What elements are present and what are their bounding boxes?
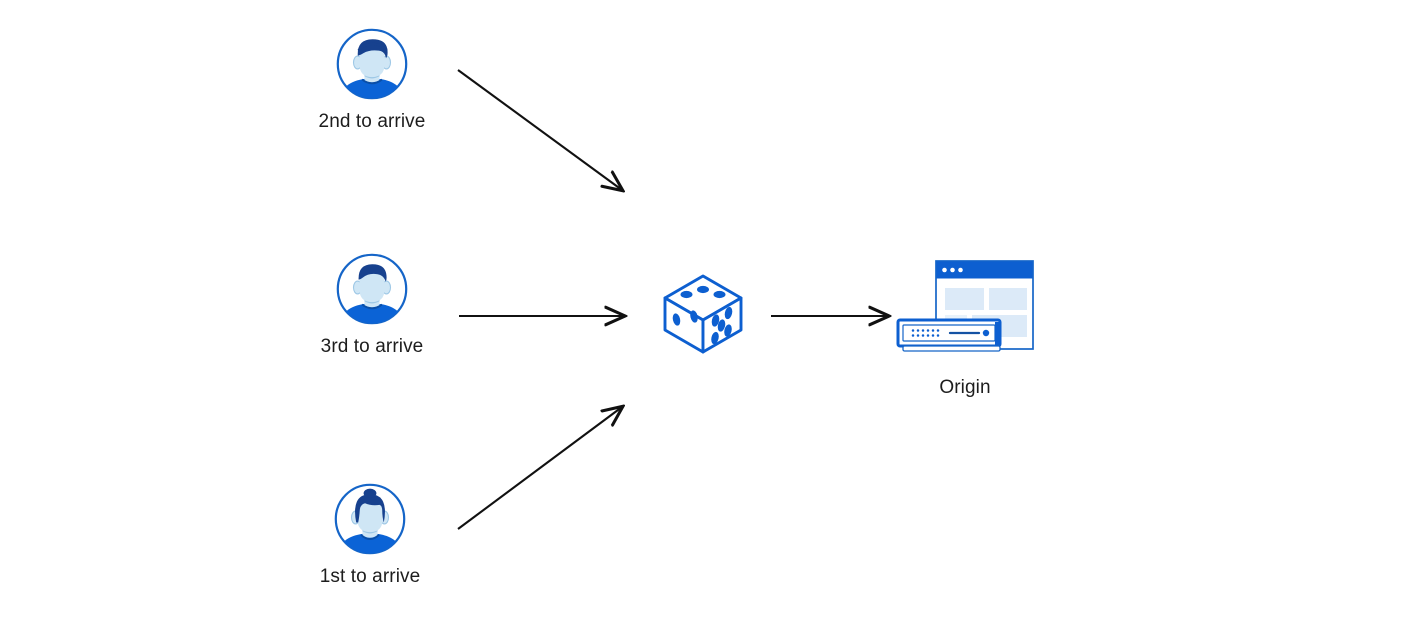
dice-icon (657, 268, 749, 360)
user-avatar-icon (335, 27, 409, 101)
edge-2nd-to-dice (457, 69, 622, 190)
node-label: Origin (939, 377, 991, 398)
edge-1st-to-dice (457, 407, 622, 530)
node-label: 3rd to arrive (320, 336, 424, 357)
server-router-icon (896, 318, 1002, 352)
node-label: 2nd to arrive (318, 111, 426, 132)
origin-server-icon (895, 258, 1035, 362)
node-origin[interactable]: Origin (894, 258, 1036, 401)
node-load-balancer[interactable] (655, 268, 751, 360)
node-visitor-3rd[interactable]: 3rd to arrive (298, 252, 446, 360)
node-visitor-1st[interactable]: 1st to arrive (296, 482, 444, 590)
user-avatar-icon (335, 252, 409, 326)
node-label: 1st to arrive (319, 566, 421, 587)
node-visitor-2nd[interactable]: 2nd to arrive (298, 27, 446, 135)
user-avatar-icon (333, 482, 407, 556)
